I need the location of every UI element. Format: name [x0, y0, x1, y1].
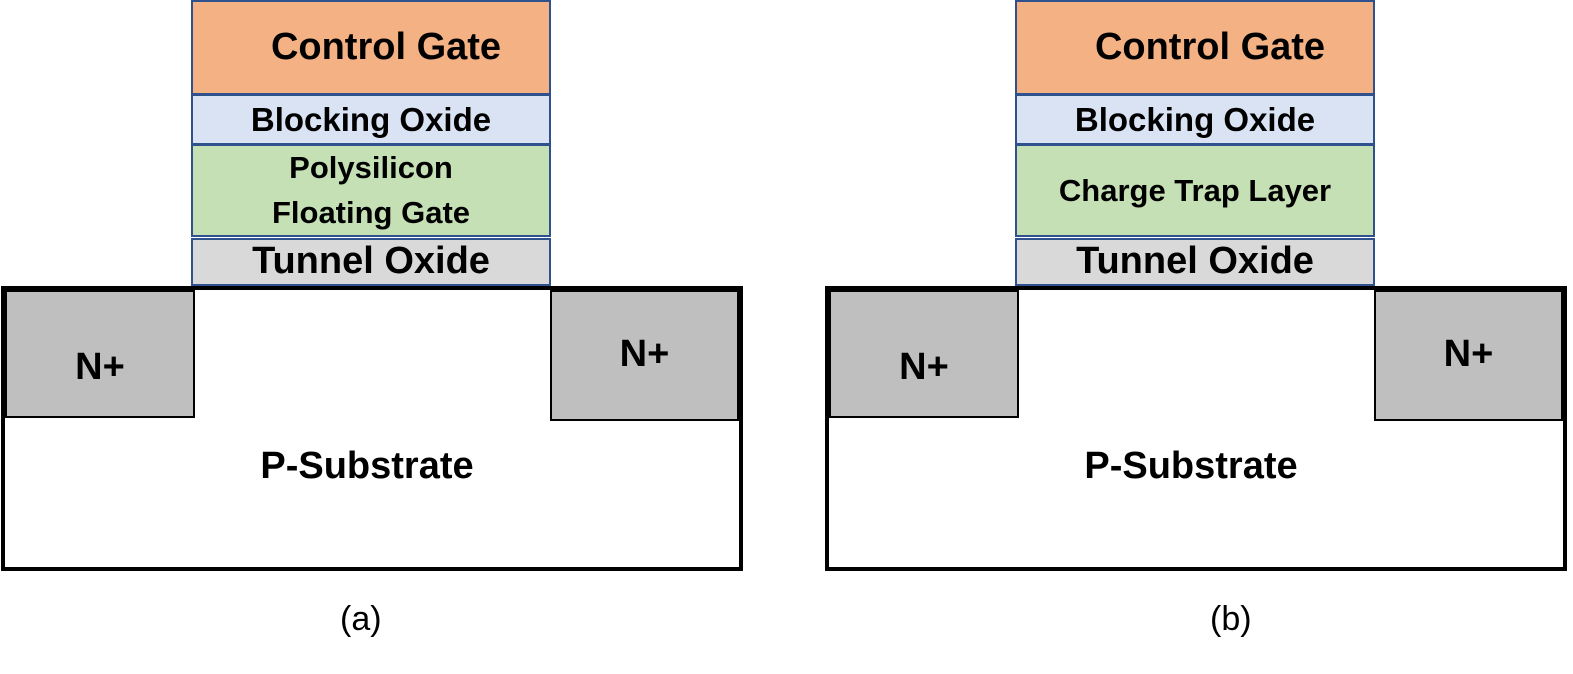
charge-trap-layer: Charge Trap Layer — [1015, 144, 1375, 237]
p-substrate: N+ N+ P-Substrate — [1, 286, 743, 571]
floating-gate-label-line1: Polysilicon — [289, 149, 453, 185]
source-n-plus-region: N+ — [829, 290, 1019, 418]
blocking-oxide-label: Blocking Oxide — [250, 100, 492, 138]
tunnel-oxide-label: Tunnel Oxide — [252, 240, 490, 283]
floating-gate-label-line2: Floating Gate — [271, 194, 471, 230]
drain-label: N+ — [1443, 333, 1494, 375]
tunnel-oxide-label: Tunnel Oxide — [1076, 240, 1314, 283]
substrate-label: P-Substrate — [1084, 445, 1298, 487]
charge-trap-cell-diagram: N+ N+ P-Substrate Control Gate Blocking … — [824, 0, 1569, 674]
tunnel-oxide-layer: Tunnel Oxide — [1015, 238, 1375, 286]
source-label: N+ — [75, 345, 125, 388]
drain-label: N+ — [619, 333, 670, 375]
p-substrate: N+ N+ P-Substrate — [825, 286, 1567, 571]
blocking-oxide-label: Blocking Oxide — [1074, 100, 1316, 138]
source-label: N+ — [899, 345, 949, 388]
floating-gate-cell-diagram: N+ N+ P-Substrate Control Gate Blocking … — [0, 0, 745, 674]
caption-b: (b) — [1210, 600, 1252, 638]
charge-trap-label: Charge Trap Layer — [1058, 172, 1332, 208]
blocking-oxide-layer: Blocking Oxide — [1015, 94, 1375, 145]
blocking-oxide-layer: Blocking Oxide — [191, 94, 551, 145]
caption-a: (a) — [340, 600, 382, 638]
control-gate-label: Control Gate — [270, 25, 502, 68]
drain-n-plus-region: N+ — [1374, 290, 1563, 421]
source-n-plus-region: N+ — [5, 290, 195, 418]
control-gate-layer: Control Gate — [191, 0, 551, 95]
control-gate-layer: Control Gate — [1015, 0, 1375, 95]
tunnel-oxide-layer: Tunnel Oxide — [191, 238, 551, 286]
floating-gate-layer: Polysilicon Floating Gate — [191, 144, 551, 237]
control-gate-label: Control Gate — [1094, 25, 1326, 68]
substrate-label: P-Substrate — [260, 445, 474, 487]
drain-n-plus-region: N+ — [550, 290, 739, 421]
